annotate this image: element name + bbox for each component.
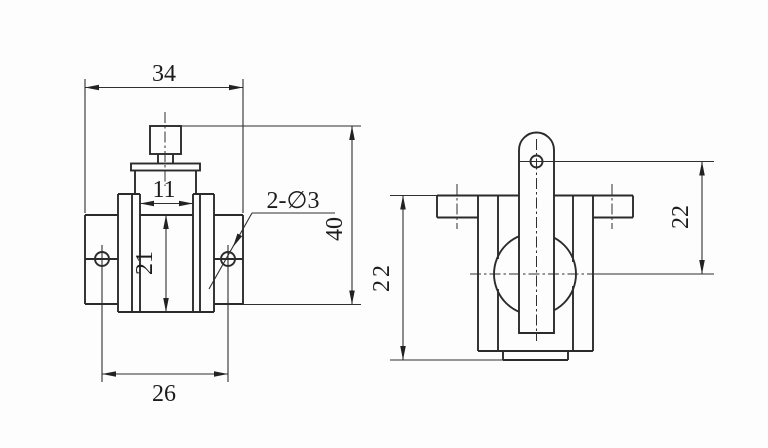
dimension-40: 40	[181, 125, 361, 306]
dim-label-slot-height: 21	[132, 251, 158, 275]
dim-label-pivot-offset: 22	[668, 205, 694, 229]
dim-label-slot-width: 11	[152, 177, 175, 203]
dimension-34: 34	[84, 61, 244, 213]
leader-arrowhead	[233, 233, 243, 247]
dimension-22-right: 22	[668, 161, 705, 274]
dimension-21: 21	[132, 215, 169, 312]
dim-label-body-height: 22	[369, 262, 395, 292]
dim-label-overall-height: 40	[322, 217, 348, 241]
hole-callout: 2-∅3	[208, 188, 335, 290]
dimension-22-left: 22	[369, 195, 406, 360]
dim-label-overall-width: 34	[152, 61, 176, 87]
dimension-26: 26	[102, 371, 228, 407]
side-view: 22 22	[369, 131, 714, 361]
dim-label-hole-callout: 2-∅3	[267, 188, 320, 214]
dim-label-hole-spacing: 26	[152, 381, 176, 407]
dimension-11: 11	[140, 177, 193, 207]
front-view: 34 40 26 11 21 2-∅3	[84, 61, 361, 407]
